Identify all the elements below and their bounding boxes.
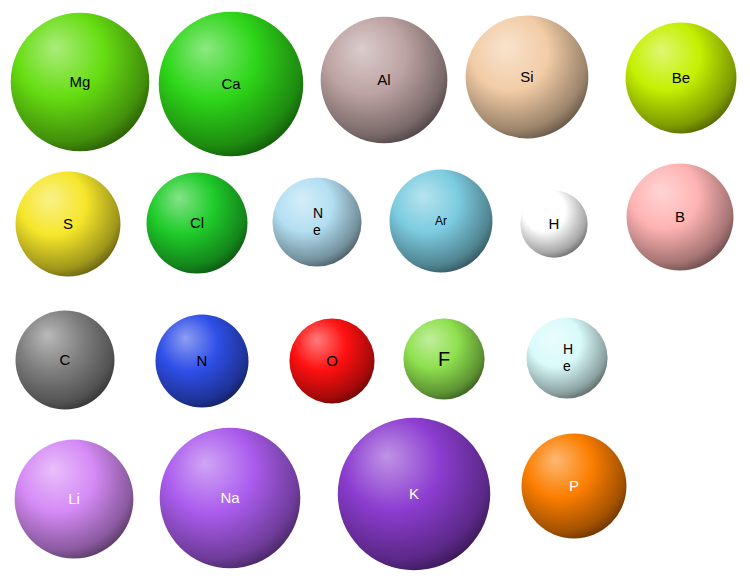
element-symbol: Na [220, 489, 239, 508]
element-sphere: Al [320, 16, 448, 144]
element-symbol: Li [68, 490, 80, 509]
element-sphere: Li [14, 439, 134, 559]
element-symbol: H [549, 215, 560, 234]
element-sphere: S [15, 171, 121, 277]
element-sphere: O [289, 318, 375, 404]
element-sphere: Ca [158, 11, 304, 157]
element-sphere: K [337, 417, 491, 571]
element-symbol: Al [377, 71, 390, 90]
element-sphere: N e [272, 177, 362, 267]
element-symbol: P [569, 477, 579, 496]
element-symbol: H e [563, 341, 571, 376]
element-symbol: N e [313, 205, 321, 240]
element-symbol: O [326, 352, 338, 371]
element-symbol: K [409, 485, 419, 504]
element-sphere: C [15, 310, 115, 410]
element-sphere: Si [465, 15, 589, 139]
element-sphere: Na [159, 427, 301, 569]
element-symbol: C [60, 351, 71, 370]
element-symbol: Si [520, 68, 533, 87]
element-symbol: N [197, 352, 208, 371]
element-sphere: Mg [10, 12, 150, 152]
element-sphere: N [155, 314, 249, 408]
element-symbol: Ca [221, 75, 240, 94]
element-symbol: Be [672, 69, 690, 88]
element-sphere: F [403, 318, 485, 400]
element-symbol: Cl [190, 214, 204, 233]
element-symbol: S [63, 215, 73, 234]
element-symbol: B [675, 208, 685, 227]
element-sphere: H [520, 190, 588, 258]
element-sphere: Ar [389, 169, 493, 273]
element-symbol: Mg [70, 73, 91, 92]
element-sphere: P [521, 433, 627, 539]
element-sphere: H e [526, 317, 608, 399]
element-symbol: Ar [435, 214, 447, 229]
element-sphere: Be [625, 22, 737, 134]
element-symbol: F [438, 347, 450, 372]
element-sphere: B [626, 163, 734, 271]
element-sphere: Cl [146, 172, 248, 274]
